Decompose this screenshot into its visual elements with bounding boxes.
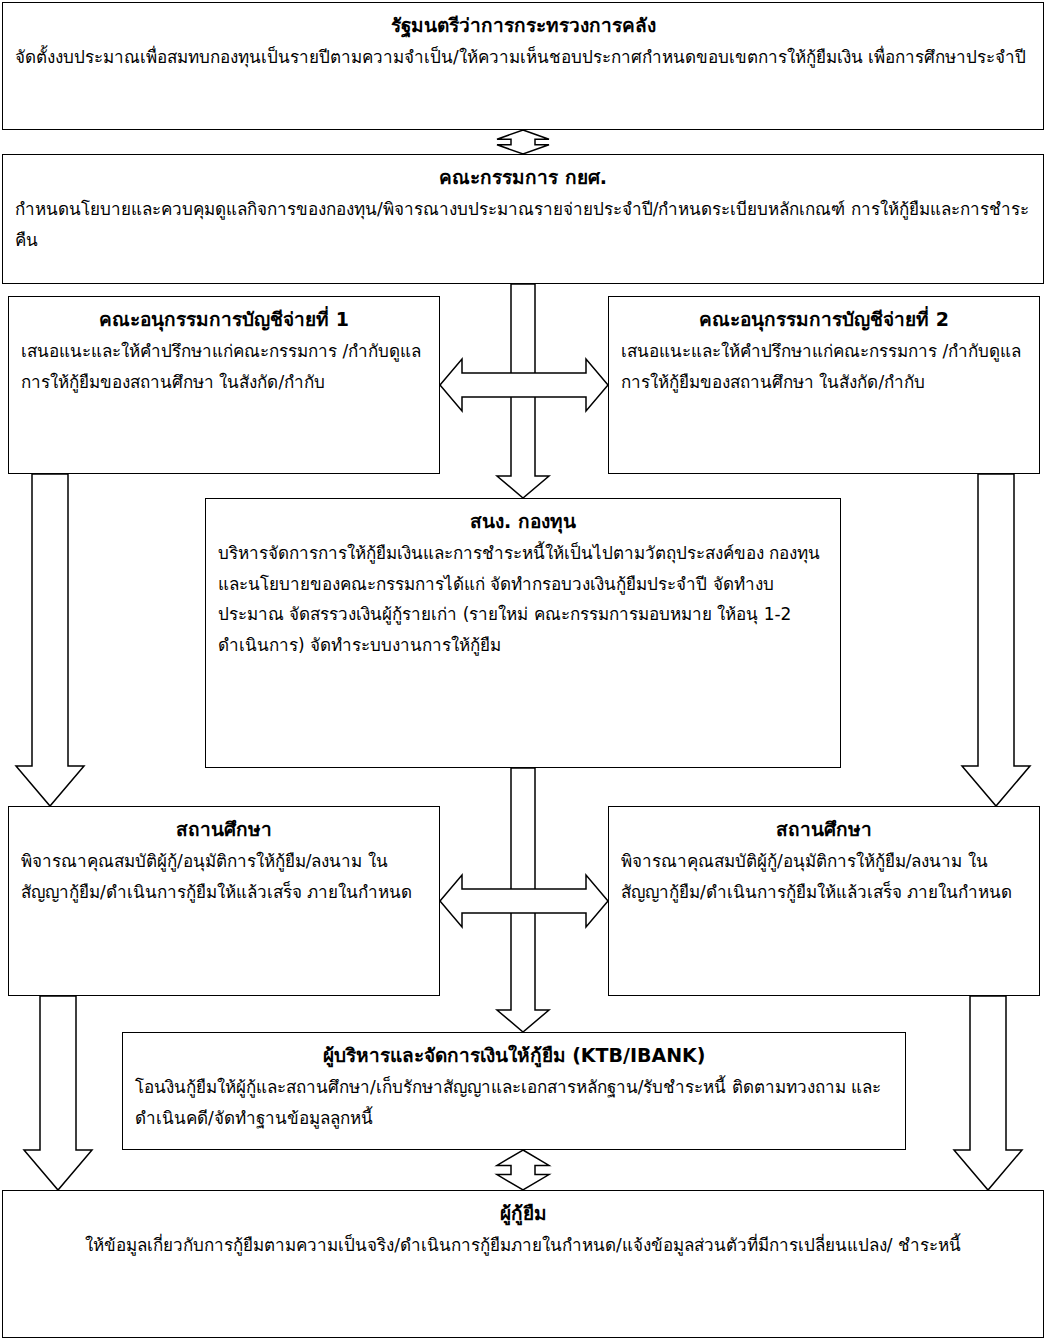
box-heading: สนง. กองทุน [218,505,828,538]
box-heading: คณะกรรมการ กยศ. [15,161,1031,194]
box-description: กำหนดนโยบายและควบคุมดูแลกิจการของกองทุน/… [15,194,1031,255]
institution-box: สถานศึกษาพิจารณาคุณสมบัติผู้กู้/อนุมัติก… [608,806,1040,996]
block-arrow [440,359,608,411]
box-description: เสนอแนะและให้คำปรึกษาแก่คณะกรรมการ /กำกั… [621,336,1027,397]
institution-box: สถานศึกษาพิจารณาคุณสมบัติผู้กู้/อนุมัติก… [8,806,440,996]
box-heading: ผู้บริหารและจัดการเงินให้กู้ยืม (KTB/IBA… [135,1039,893,1072]
box-heading: รัฐมนตรีว่าการกระทรวงการคลัง [15,9,1031,42]
box-heading: คณะอนุกรรมการบัญชีจ่ายที่ 2 [621,303,1027,336]
box-heading: คณะอนุกรรมการบัญชีจ่ายที่ 1 [21,303,427,336]
box-description: บริหารจัดการการให้กู้ยืมเงินและการชำระหน… [218,538,828,660]
box-heading: สถานศึกษา [621,813,1027,846]
bank-box: ผู้บริหารและจัดการเงินให้กู้ยืม (KTB/IBA… [122,1032,906,1150]
box-description: พิจารณาคุณสมบัติผู้กู้/อนุมัติการให้กู้ย… [621,846,1027,907]
block-arrow [497,1150,549,1190]
block-arrow [440,875,608,927]
block-arrow [16,474,84,806]
block-arrow [24,996,92,1190]
box-description: โอนงินกู้ยืมให้ผู้กู้และสถานศึกษา/เก็บรั… [135,1072,893,1133]
committee-box: คณะกรรมการ กยศ.กำหนดนโยบายและควบคุมดูแลก… [2,154,1044,284]
block-arrow [954,996,1022,1190]
box-heading: สถานศึกษา [21,813,427,846]
subcommittee-box: คณะอนุกรรมการบัญชีจ่ายที่ 1เสนอแนะและให้… [8,296,440,474]
subcommittee-box: คณะอนุกรรมการบัญชีจ่ายที่ 2เสนอแนะและให้… [608,296,1040,474]
block-arrow [962,474,1030,806]
box-description: เสนอแนะและให้คำปรึกษาแก่คณะกรรมการ /กำกั… [21,336,427,397]
borrower-box: ผู้กู้ยืมให้ข้อมูลเกี่ยวกับการกู้ยืมตามค… [2,1190,1044,1338]
box-description: พิจารณาคุณสมบัติผู้กู้/อนุมัติการให้กู้ย… [21,846,427,907]
box-description: ให้ข้อมูลเกี่ยวกับการกู้ยืมตามความเป็นจร… [15,1230,1031,1261]
box-heading: ผู้กู้ยืม [15,1197,1031,1230]
ministry-box: รัฐมนตรีว่าการกระทรวงการคลังจัดตั้งงบประ… [2,2,1044,130]
box-description: จัดตั้งงบประมาณเพื่อสมทบกองทุนเป็นรายปีต… [15,42,1031,73]
office-box: สนง. กองทุนบริหารจัดการการให้กู้ยืมเงินแ… [205,498,841,768]
block-arrow [497,130,549,154]
